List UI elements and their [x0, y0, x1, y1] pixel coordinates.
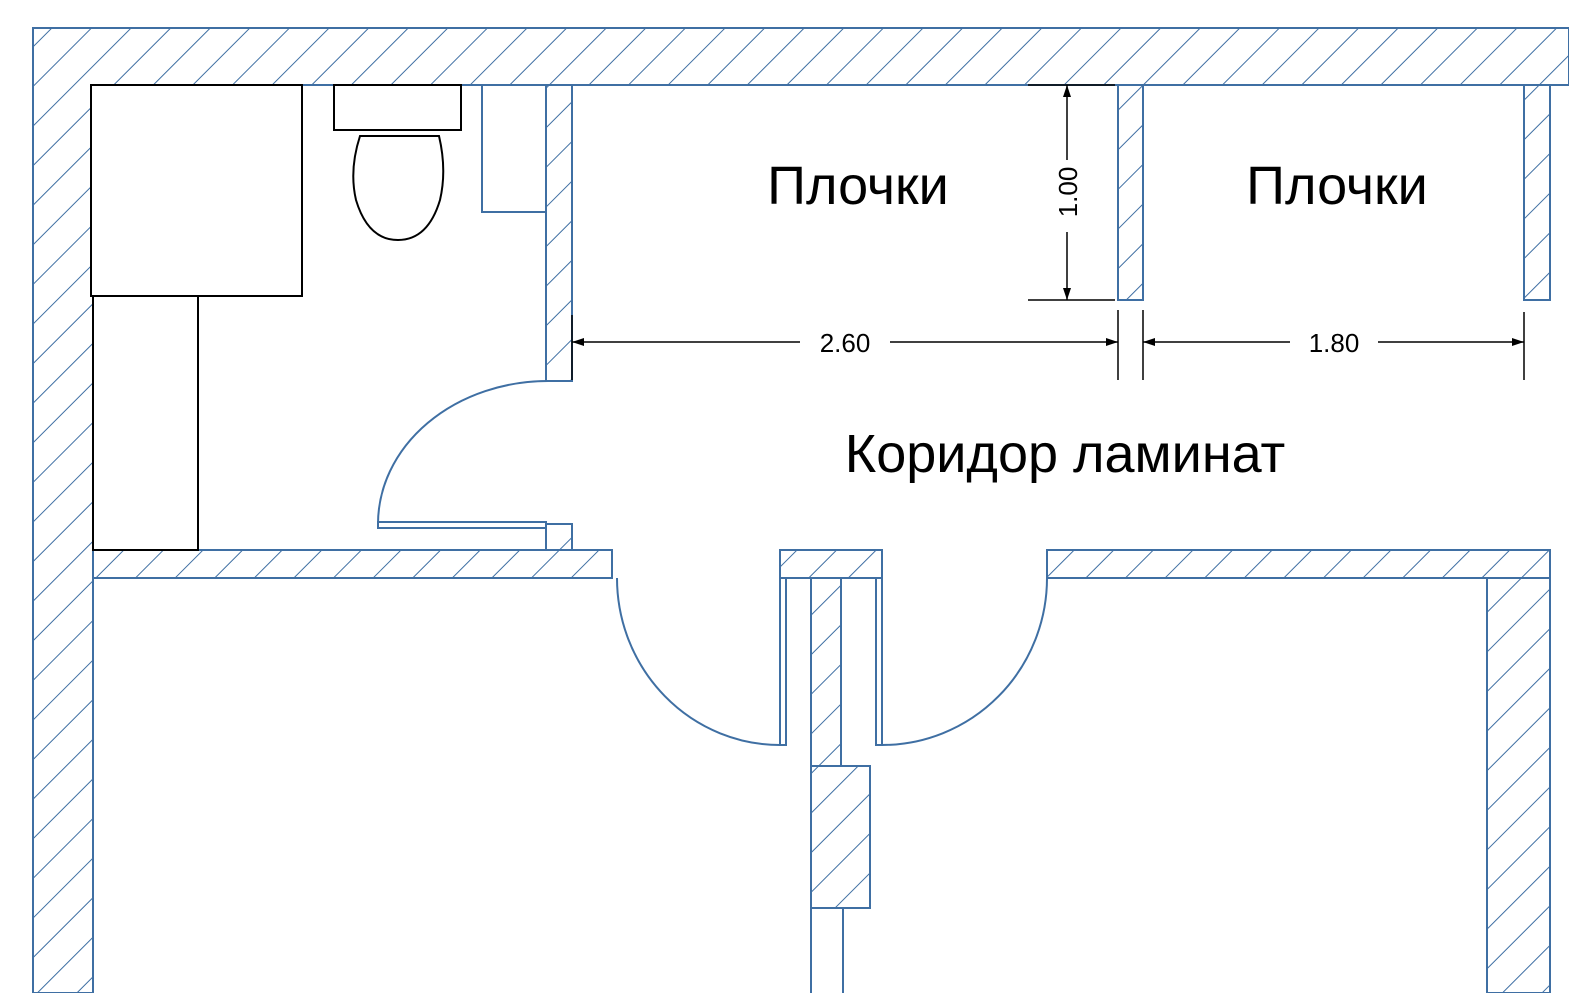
partition-column [810, 765, 871, 909]
dimension-width-1: 2.60 [571, 310, 1119, 380]
bathroom-bottom-wall [92, 549, 613, 579]
room-label-corridor: Коридор ламинат [845, 424, 1286, 484]
bathroom-right-wall [545, 84, 573, 382]
tile-room-right-wall [1523, 84, 1551, 301]
left-room-door[interactable] [616, 577, 787, 746]
bathroom-door[interactable] [377, 380, 549, 529]
room-label-tile-1: Плочки [767, 156, 949, 216]
dimension-label-width-1: 2.60 [820, 328, 871, 358]
room-label-tile-2: Плочки [1246, 156, 1428, 216]
toilet-bowl-icon [352, 135, 445, 242]
outer-wall-right [1486, 577, 1551, 993]
dimension-label-height: 1.00 [1053, 167, 1083, 218]
bathtub [90, 84, 303, 297]
cabinet [92, 295, 199, 551]
toilet-tank [333, 84, 462, 131]
dimension-height: 1.00 [1028, 84, 1115, 301]
dimension-label-width-2: 1.80 [1309, 328, 1360, 358]
tile-room-divider-wall [1117, 84, 1144, 301]
corridor-middle-wall [779, 549, 883, 579]
partition-wall [810, 577, 842, 767]
dimension-width-2: 1.80 [1142, 310, 1525, 380]
right-room-door[interactable] [875, 577, 1048, 746]
corridor-bottom-wall-right [1046, 549, 1551, 579]
bathroom-door-jamb [545, 523, 573, 551]
sink-counter [481, 84, 547, 213]
